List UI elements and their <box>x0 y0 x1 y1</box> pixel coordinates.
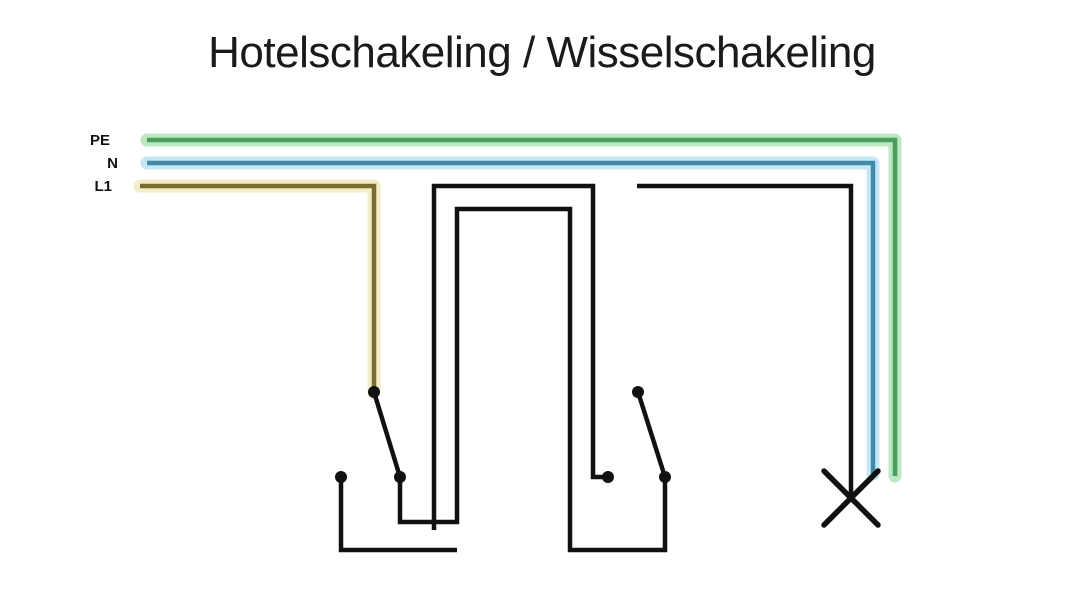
switch-left-lever[interactable] <box>371 389 403 480</box>
bus-glow-line-phase-1 <box>133 179 381 399</box>
bus-line-protective-earth <box>147 137 898 476</box>
switch-levers-layer <box>371 389 668 480</box>
lamp-layer <box>821 468 881 528</box>
wire-right-branch-to-lamp <box>637 183 854 498</box>
bus-lines-layer <box>140 137 898 476</box>
wire-outer-loop-left <box>431 183 608 530</box>
terminal-switch-left-contact-b <box>394 471 406 483</box>
terminal-switch-left-contact-a <box>335 471 347 483</box>
terminal-switch-left-pivot <box>368 386 380 398</box>
bus-line-neutral <box>147 160 876 474</box>
lamp-stroke-b <box>821 468 881 528</box>
switch-right-lever[interactable] <box>635 389 668 480</box>
bus-label-protective-earth: PE <box>90 132 110 149</box>
bus-label-neutral: N <box>107 155 118 172</box>
bus-labels-layer: PE N L1 <box>90 132 118 195</box>
terminals-layer <box>335 386 671 483</box>
wire-inner-loop <box>397 206 668 553</box>
bus-label-line-phase-1: L1 <box>94 178 112 195</box>
wire-left-common-return <box>338 477 457 553</box>
terminal-switch-right-contact-b <box>659 471 671 483</box>
black-wires-layer <box>338 183 854 553</box>
page-title: Hotelschakeling / Wisselschakeling <box>208 28 876 77</box>
terminal-switch-right-pivot <box>632 386 644 398</box>
bus-glow-layer <box>133 133 902 483</box>
terminal-switch-right-contact-a <box>602 471 614 483</box>
bus-line-line-phase-1 <box>140 183 377 392</box>
